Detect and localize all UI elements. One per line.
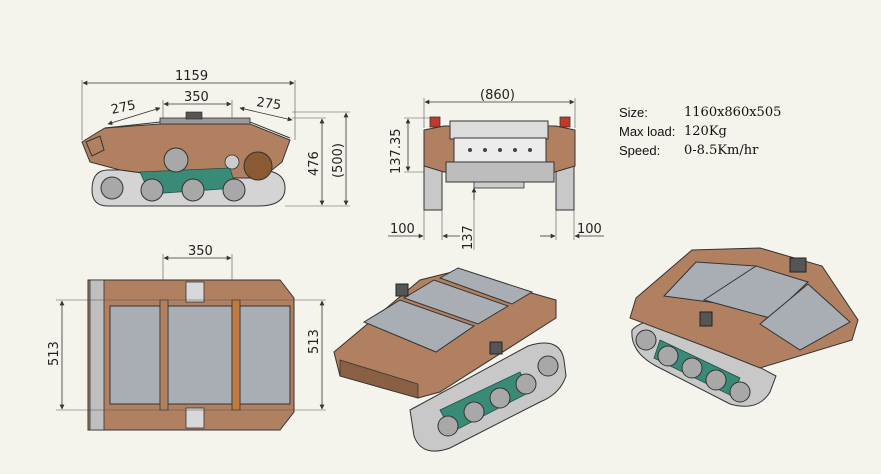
side-view: 1159 350 275 275 476 (500) bbox=[81, 69, 350, 207]
dim-left-track: 100 bbox=[390, 222, 415, 237]
top-panel bbox=[239, 305, 291, 405]
iso2-panel bbox=[702, 265, 809, 319]
iso1-panel bbox=[438, 267, 534, 305]
front-right-light bbox=[559, 116, 571, 128]
iso-view-rear bbox=[629, 247, 859, 407]
front-view: (860) 137.35 100 137 100 bbox=[388, 88, 604, 250]
iso1-panel bbox=[402, 279, 510, 325]
front-port bbox=[498, 148, 502, 152]
dim-height: 476 bbox=[307, 151, 322, 176]
side-hub bbox=[224, 154, 240, 170]
dim-top-left-width: 513 bbox=[47, 341, 62, 366]
iso2-connector bbox=[699, 311, 713, 327]
front-left-light bbox=[429, 116, 441, 128]
top-divider bbox=[159, 299, 169, 411]
front-port bbox=[513, 148, 517, 152]
front-lower-block bbox=[473, 181, 525, 189]
dim-top-center-span: 350 bbox=[188, 244, 213, 259]
front-base bbox=[445, 161, 555, 183]
spec-label: Max load: bbox=[619, 124, 676, 139]
top-view: 350 513 513 bbox=[47, 244, 326, 431]
iso2-panel bbox=[759, 283, 851, 351]
side-wheel bbox=[100, 176, 124, 200]
side-front-bracket bbox=[85, 135, 105, 157]
iso1-connector bbox=[489, 341, 503, 355]
front-port bbox=[483, 148, 487, 152]
iso1-connector bbox=[395, 283, 409, 297]
iso1-wheel bbox=[515, 373, 537, 395]
dim-left-span: 275 bbox=[110, 98, 137, 118]
iso1-wheel bbox=[463, 401, 485, 423]
dim-overall-height: (500) bbox=[331, 143, 346, 178]
spec-value: 1160x860x505 bbox=[684, 105, 782, 120]
spec-label: Size: bbox=[619, 105, 648, 120]
dim-top-right-width: 513 bbox=[307, 329, 322, 354]
top-panel bbox=[167, 305, 233, 405]
iso-view-front bbox=[333, 267, 567, 452]
spec-row-size: Size: 1160x860x505 bbox=[619, 103, 781, 122]
iso1-wheel bbox=[537, 355, 559, 377]
front-port bbox=[468, 148, 472, 152]
iso2-wheel bbox=[681, 357, 703, 379]
iso1-front-face bbox=[339, 359, 419, 399]
spec-row-speed: Speed: 0-8.5Km/hr bbox=[619, 141, 781, 160]
side-top-connector bbox=[185, 111, 203, 120]
side-wheel bbox=[181, 178, 205, 202]
front-top-plate bbox=[449, 120, 549, 140]
top-connector bbox=[185, 407, 205, 429]
top-track-left bbox=[89, 279, 105, 431]
iso2-connector bbox=[789, 257, 807, 273]
spec-row-max-load: Max load: 120Kg bbox=[619, 122, 781, 141]
dim-overall-length: 1159 bbox=[175, 69, 208, 84]
top-panel bbox=[109, 305, 161, 405]
spec-panel: Size: 1160x860x505 Max load: 120Kg Speed… bbox=[619, 103, 781, 160]
iso1-wheel bbox=[489, 387, 511, 409]
side-wheel bbox=[222, 178, 246, 202]
spec-value: 120Kg bbox=[684, 124, 727, 139]
side-wheel bbox=[163, 147, 189, 173]
side-wheel bbox=[140, 178, 164, 202]
iso1-wheel bbox=[437, 415, 459, 437]
dim-front-width: (860) bbox=[480, 88, 515, 103]
top-divider bbox=[231, 299, 241, 411]
side-top-plate bbox=[159, 117, 251, 125]
dim-center-offset: 137 bbox=[461, 225, 476, 250]
dim-right-track: 100 bbox=[577, 222, 602, 237]
front-port bbox=[528, 148, 532, 152]
spec-value: 0-8.5Km/hr bbox=[684, 143, 759, 158]
iso2-wheel bbox=[657, 345, 679, 367]
iso2-wheel bbox=[729, 381, 751, 403]
iso2-wheel bbox=[635, 329, 657, 351]
dim-front-top-height: 137.35 bbox=[389, 129, 404, 175]
iso1-panel bbox=[362, 299, 476, 353]
spec-label: Speed: bbox=[619, 143, 661, 158]
dim-center-span: 350 bbox=[184, 90, 209, 105]
side-sprocket bbox=[243, 151, 273, 181]
top-connector bbox=[185, 281, 205, 303]
dim-right-span: 275 bbox=[255, 95, 282, 113]
iso2-wheel bbox=[705, 369, 727, 391]
